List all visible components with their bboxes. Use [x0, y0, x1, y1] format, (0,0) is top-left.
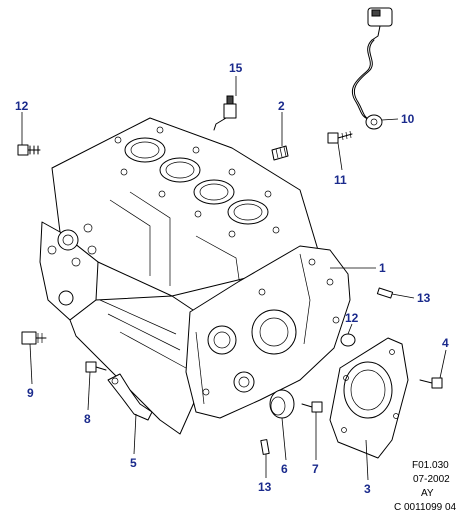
drawing-initials: AY: [421, 488, 434, 499]
part-10-knock-sensor: [351, 7, 393, 130]
drawing-date: 07-2002: [413, 474, 450, 485]
callout-7: 7: [312, 462, 319, 476]
leader-lines: [21, 76, 447, 481]
callout-8: 8: [84, 412, 91, 426]
part-15-sender: [213, 95, 237, 131]
cylinder-block: [39, 117, 351, 435]
part-9-plug: [21, 331, 47, 345]
part-4-bolt: [419, 377, 443, 389]
part-12-plug-upper: [17, 144, 41, 156]
callout-3: 3: [364, 482, 371, 496]
callout-1: 1: [379, 261, 386, 275]
part-11-bolt: [327, 130, 353, 144]
part-12-plug-lower: [340, 333, 356, 347]
part-6-plug: [269, 389, 295, 419]
callout-12-lower: 12: [345, 311, 359, 325]
figure-code: F01.030: [412, 460, 449, 471]
callout-5: 5: [130, 456, 137, 470]
callout-11: 11: [334, 173, 347, 187]
callout-12-upper: 12: [15, 99, 29, 113]
part-5-oil-jet: [107, 373, 153, 421]
callout-4: 4: [442, 336, 449, 350]
callout-13-upper: 13: [417, 291, 431, 305]
part-8-bolt: [85, 361, 107, 373]
callout-13-lower: 13: [258, 480, 272, 494]
callout-10: 10: [401, 112, 415, 126]
callout-6: 6: [281, 462, 288, 476]
part-3-seal-retainer: [329, 337, 409, 459]
callout-2: 2: [278, 99, 285, 113]
part-13-dowels: [260, 287, 394, 455]
part-7-bolt: [301, 401, 323, 413]
callout-15: 15: [229, 61, 243, 75]
catalog-number: C 0011099 04: [394, 502, 457, 513]
part-2-stud: [271, 145, 289, 161]
callout-9: 9: [27, 386, 34, 400]
